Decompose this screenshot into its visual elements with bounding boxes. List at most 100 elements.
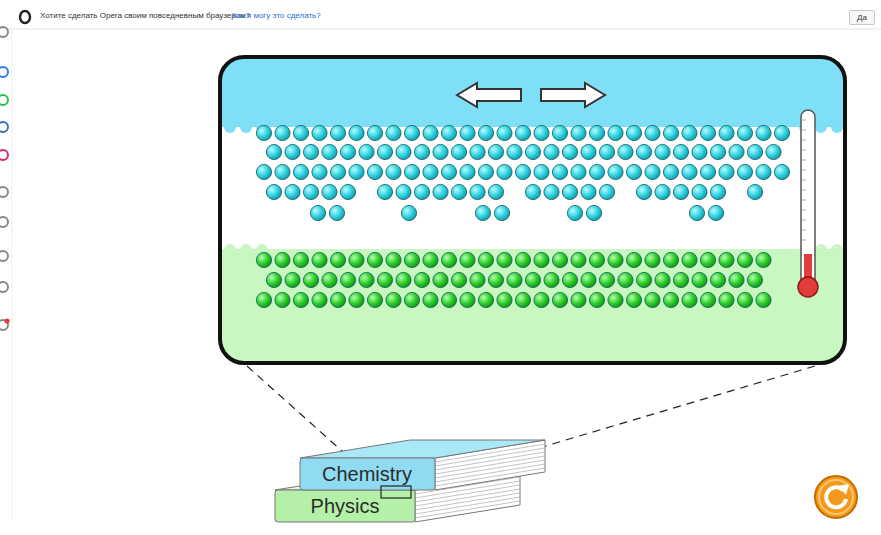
sidebar-icon (0, 187, 8, 197)
molecule (626, 292, 641, 307)
molecule (534, 292, 549, 307)
molecule (460, 252, 475, 267)
molecule (673, 184, 688, 199)
molecule (303, 184, 318, 199)
molecule (567, 205, 582, 220)
thermometer-tick (801, 200, 806, 201)
molecule (626, 125, 641, 140)
surface-bump (240, 244, 252, 256)
molecule (285, 184, 300, 199)
molecule (470, 184, 485, 199)
molecule (266, 272, 281, 287)
molecule (460, 125, 475, 140)
molecule (636, 272, 651, 287)
molecule (488, 184, 503, 199)
molecule (608, 292, 623, 307)
molecule (349, 292, 364, 307)
molecule (544, 272, 559, 287)
molecule (747, 144, 762, 159)
molecule (756, 252, 771, 267)
zoom-panel-fill (220, 57, 845, 363)
molecule (441, 292, 456, 307)
molecule (497, 125, 512, 140)
molecule (589, 292, 604, 307)
surface-bump (240, 121, 252, 133)
molecule (451, 184, 466, 199)
molecule (256, 125, 271, 140)
molecule (433, 144, 448, 159)
molecule (766, 144, 781, 159)
molecule (756, 292, 771, 307)
thermometer-tick (801, 140, 806, 141)
left-arrow (457, 83, 521, 107)
molecule (737, 164, 752, 179)
molecule (608, 252, 623, 267)
zoom-panel (220, 57, 845, 363)
molecule (266, 144, 281, 159)
molecule (534, 164, 549, 179)
molecule (275, 164, 290, 179)
molecule (673, 272, 688, 287)
molecule (478, 252, 493, 267)
molecule (404, 252, 419, 267)
molecule (562, 144, 577, 159)
molecule (599, 144, 614, 159)
molecule (386, 252, 401, 267)
molecule (377, 272, 392, 287)
molecule (515, 292, 530, 307)
book-page (415, 501, 520, 518)
molecule (367, 292, 382, 307)
molecule (692, 184, 707, 199)
molecule (682, 252, 697, 267)
bar-border (0, 29, 881, 30)
surface-bump (224, 121, 236, 133)
molecule (710, 144, 725, 159)
molecule (340, 272, 355, 287)
molecule (478, 164, 493, 179)
molecule (626, 164, 641, 179)
molecule (663, 125, 678, 140)
molecule (774, 164, 789, 179)
molecule (700, 292, 715, 307)
molecule (423, 125, 438, 140)
book-page (435, 468, 545, 486)
thermometer-tick (801, 190, 806, 191)
molecule (285, 144, 300, 159)
molecule (655, 272, 670, 287)
molecule (460, 292, 475, 307)
book-page (415, 493, 520, 510)
molecule (386, 292, 401, 307)
molecule (581, 184, 596, 199)
molecule (275, 292, 290, 307)
node-text: Chemistry (322, 463, 412, 486)
book-page (435, 456, 545, 474)
book-spine: Physics (275, 490, 415, 522)
dialog-button: Да (849, 10, 875, 25)
zoom-spot (381, 486, 411, 498)
molecule (692, 144, 707, 159)
book-page (415, 497, 520, 514)
surface-bump (815, 244, 827, 256)
molecule (396, 272, 411, 287)
molecule (663, 292, 678, 307)
molecule (589, 125, 604, 140)
molecule (599, 272, 614, 287)
molecule (330, 164, 345, 179)
molecule (562, 272, 577, 287)
molecule (414, 184, 429, 199)
molecule (256, 252, 271, 267)
sidebar-icon (0, 95, 8, 105)
molecule (682, 292, 697, 307)
molecule (586, 205, 601, 220)
bar-text: Как я могу это сделать? (232, 11, 321, 20)
molecule (645, 164, 660, 179)
molecule (423, 252, 438, 267)
molecule (312, 164, 327, 179)
molecule (497, 292, 512, 307)
thermometer-tick (801, 230, 806, 231)
molecule (747, 272, 762, 287)
molecule (367, 125, 382, 140)
molecule (470, 144, 485, 159)
molecule (414, 272, 429, 287)
